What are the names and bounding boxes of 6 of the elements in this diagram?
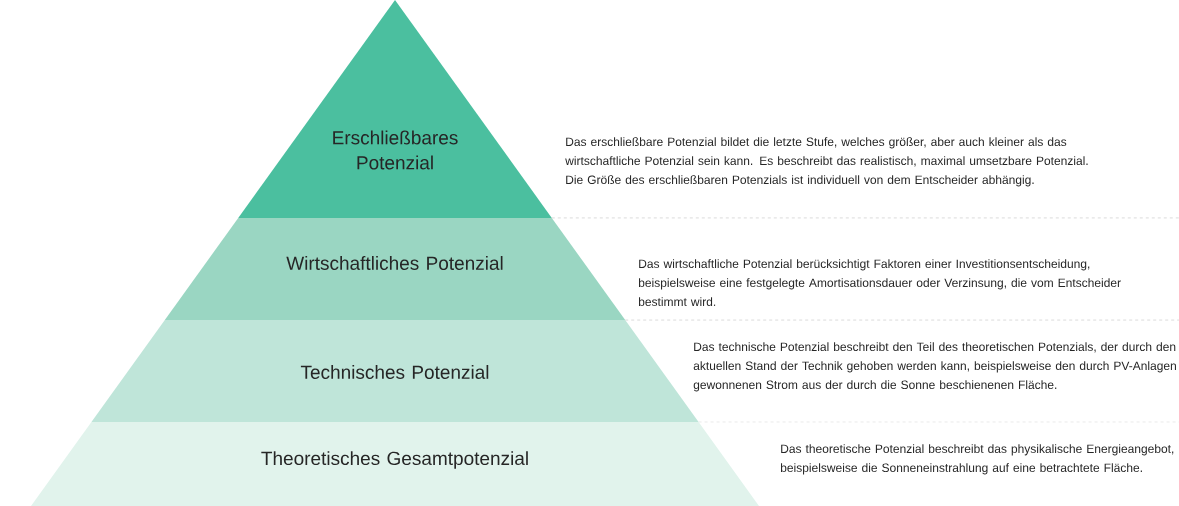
pyramid-tier: Theoretisches Gesamtpotenzial xyxy=(31,422,759,506)
description-text: Das wirtschaftliche Potenzial berücksichtigt Faktoren einer Investitionsentscheidung, beispielsweise eine festgelegte Amortisationsdauer oder Verzinsung, die vom Entscheider bestimmt wird. xyxy=(638,259,1121,306)
pyramid-tier: Erschließbares Potenzial xyxy=(238,0,552,218)
description-text: Das theoretische Potenzial beschreibt das physikalische Energieangebot, beispielsweise die Sonneneinstrahlung auf eine betrachtete Fläche. xyxy=(780,444,1174,475)
description-text: Das erschließbare Potenzial bildet die letzte Stufe, welches größer, aber auch kleiner als das wirtschaftliche Potenzial sein kann. Es beschreibt das realistisch, maximal umsetzbare Potenzial. Die Größe des erschließbaren Potenzials ist individuell von dem Entscheider abhängig. xyxy=(565,137,1088,187)
pyramid-tier: Wirtschaftliches Potenzial xyxy=(164,218,626,320)
